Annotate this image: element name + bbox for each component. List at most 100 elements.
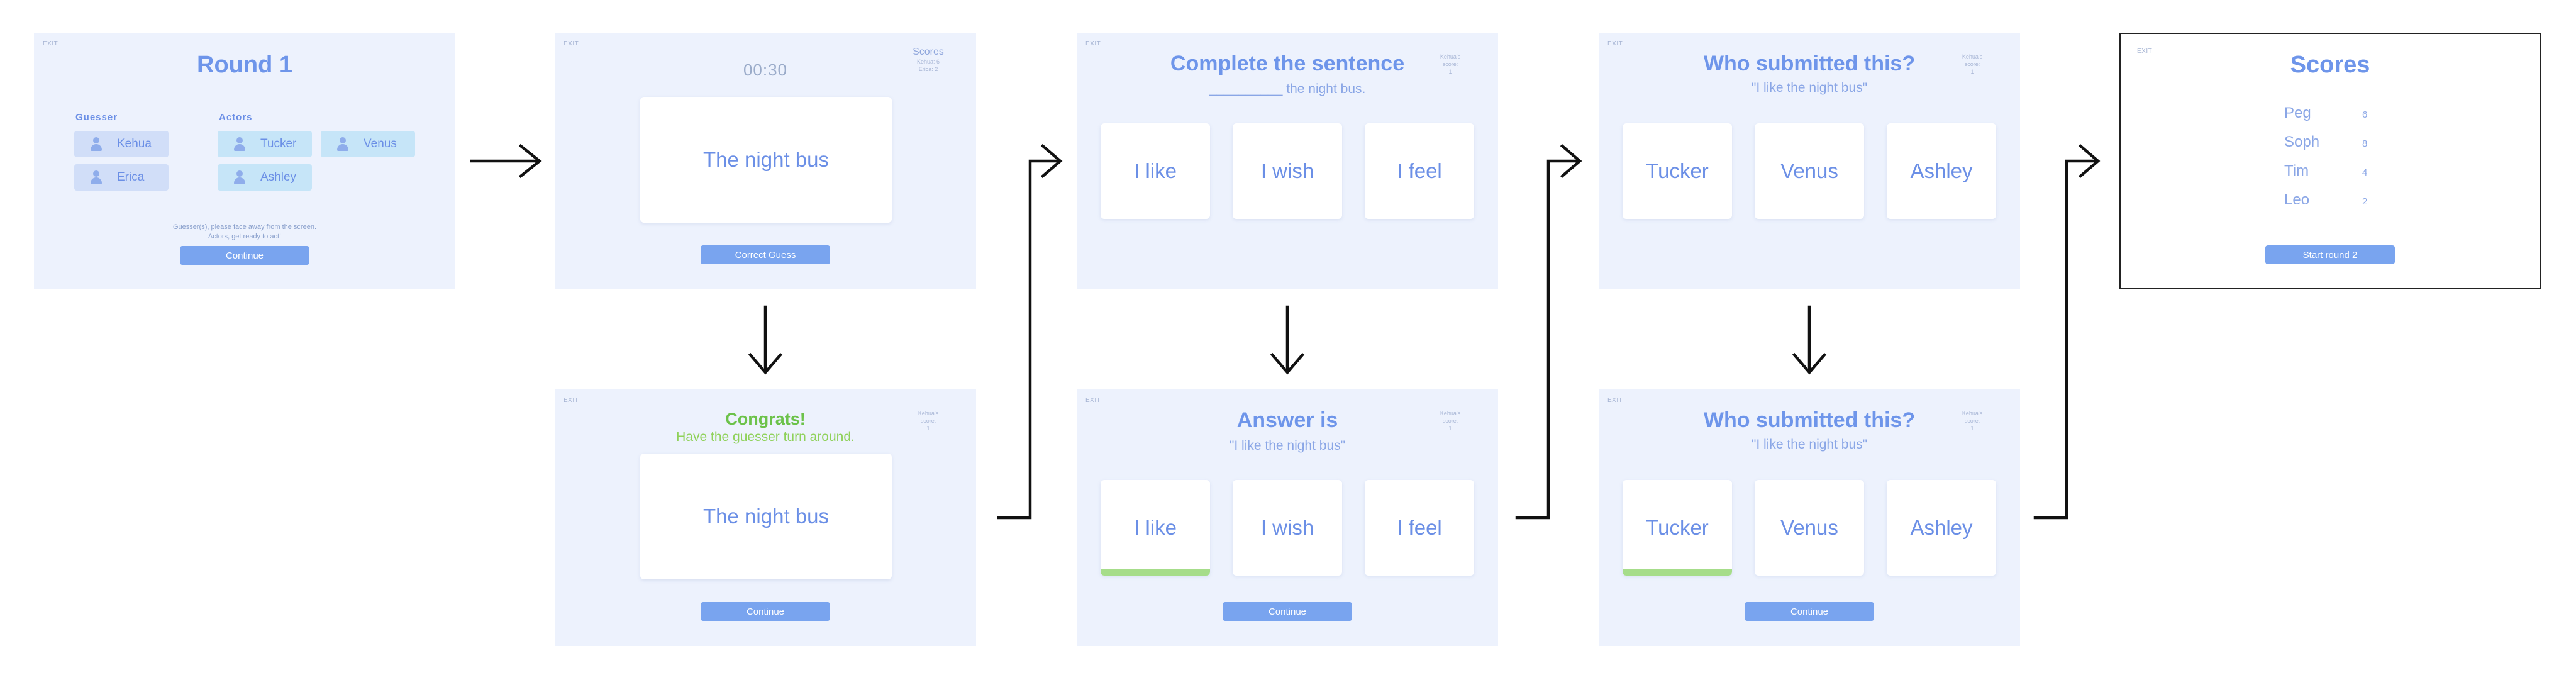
- score-line: Erica: 2: [918, 66, 938, 72]
- continue-button[interactable]: Continue: [701, 602, 830, 621]
- prompt-card: The night bus: [640, 97, 892, 223]
- person-icon: [89, 170, 103, 184]
- continue-button[interactable]: Continue: [1745, 602, 1874, 621]
- score-value: 1: [1970, 425, 1974, 432]
- score-value: 8: [2362, 138, 2368, 149]
- sentence-blank: __________: [1209, 82, 1283, 96]
- arrow-down-icon: [748, 305, 783, 375]
- score-value: 1: [1970, 69, 1974, 75]
- congrats-subtitle: Have the guesser turn around.: [676, 430, 855, 444]
- score-name: Soph: [2284, 133, 2320, 150]
- answer-option[interactable]: I like: [1101, 123, 1210, 219]
- start-round-2-button[interactable]: Start round 2: [2265, 245, 2395, 264]
- player-option-correct: Tucker: [1623, 480, 1732, 576]
- player-option: Venus: [1755, 480, 1864, 576]
- exit-button[interactable]: EXIT: [1607, 40, 1623, 47]
- instruction-line: Guesser(s), please face away from the sc…: [172, 223, 317, 231]
- arrow-right-icon: [470, 143, 542, 179]
- answer-option: I wish: [1233, 480, 1342, 576]
- complete-sentence-screen: EXIT Complete the sentence __________ th…: [1077, 33, 1498, 289]
- question-title: Who submitted this?: [1703, 408, 1916, 432]
- player-score: Kehua's score: 1: [1953, 53, 1991, 75]
- exit-button[interactable]: EXIT: [1085, 397, 1101, 404]
- instructions: Guesser(s), please face away from the sc…: [34, 223, 455, 242]
- option-label: Venus: [1780, 159, 1838, 182]
- person-icon: [89, 137, 103, 151]
- actor-chip[interactable]: Venus: [321, 131, 415, 157]
- round-title: Round 1: [197, 52, 292, 78]
- countdown-timer: 00:30: [743, 60, 788, 79]
- player-name: Erica: [117, 170, 145, 184]
- answer-option-correct: I like: [1101, 480, 1210, 576]
- correct-indicator: [1101, 569, 1210, 576]
- guesser-chip[interactable]: Erica: [74, 164, 169, 191]
- scores-screen: EXIT Scores Peg 6 Soph 8 Tim 4 Leo 2 Sta…: [2119, 33, 2541, 289]
- option-label: Ashley: [1910, 159, 1973, 182]
- option-label: I like: [1134, 516, 1177, 539]
- scores-summary: Scores Kehua: 6 Erica: 2: [909, 47, 947, 73]
- score-name: Peg: [2284, 104, 2311, 121]
- scores-title: Scores: [2290, 52, 2370, 78]
- option-label: I wish: [1260, 516, 1314, 539]
- arrow-elbow-icon: [1515, 143, 1582, 520]
- sentence-prompt: __________ the night bus.: [1077, 82, 1498, 97]
- who-submitted-screen: EXIT Who submitted this? "I like the nig…: [1599, 33, 2020, 289]
- answer-option[interactable]: I wish: [1233, 123, 1342, 219]
- correct-indicator: [1623, 569, 1732, 576]
- player-option[interactable]: Ashley: [1887, 123, 1996, 219]
- exit-button[interactable]: EXIT: [2137, 48, 2153, 55]
- option-label: I feel: [1397, 516, 1442, 539]
- continue-button[interactable]: Continue: [180, 246, 309, 265]
- answer-subtitle: "I like the night bus": [1229, 438, 1346, 453]
- score-name: Leo: [2284, 191, 2310, 208]
- option-label: Tucker: [1646, 516, 1709, 539]
- score-name: Tim: [2284, 162, 2309, 179]
- continue-button[interactable]: Continue: [1223, 602, 1352, 621]
- score-value: 4: [2362, 167, 2368, 178]
- question-title: Who submitted this?: [1703, 52, 1916, 75]
- answer-title: Answer is: [1236, 408, 1338, 432]
- acting-screen: EXIT 00:30 Scores Kehua: 6 Erica: 2 The …: [555, 33, 976, 289]
- player-option[interactable]: Venus: [1755, 123, 1864, 219]
- arrow-down-icon: [1792, 305, 1827, 375]
- score-label: score:: [1442, 61, 1458, 67]
- option-label: Venus: [1780, 516, 1838, 539]
- player-option: Ashley: [1887, 480, 1996, 576]
- exit-button[interactable]: EXIT: [1607, 397, 1623, 404]
- score-label: score:: [1964, 61, 1980, 67]
- score-owner: Kehua's: [1962, 410, 1983, 416]
- correct-guess-button[interactable]: Correct Guess: [701, 245, 830, 264]
- exit-button[interactable]: EXIT: [43, 40, 58, 47]
- actor-chip[interactable]: Tucker: [218, 131, 312, 157]
- exit-button[interactable]: EXIT: [564, 40, 579, 47]
- score-label: score:: [920, 418, 936, 424]
- score-value: 1: [1448, 425, 1452, 432]
- option-label: Tucker: [1646, 159, 1709, 182]
- answer-option[interactable]: I feel: [1365, 123, 1474, 219]
- player-name: Venus: [364, 137, 397, 150]
- player-option[interactable]: Tucker: [1623, 123, 1732, 219]
- who-submitted-result-screen: EXIT Who submitted this? "I like the nig…: [1599, 389, 2020, 646]
- sentence-rest: the night bus.: [1282, 82, 1366, 96]
- scores-heading: Scores: [913, 47, 944, 57]
- option-label: Ashley: [1910, 516, 1973, 539]
- answer-screen: EXIT Answer is "I like the night bus" Ke…: [1077, 389, 1498, 646]
- score-label: score:: [1964, 418, 1980, 424]
- score-value: 1: [926, 425, 930, 432]
- score-label: score:: [1442, 418, 1458, 424]
- congrats-title: Congrats!: [725, 410, 806, 428]
- option-label: I like: [1134, 159, 1177, 182]
- arrow-elbow-icon: [2033, 143, 2101, 520]
- score-value: 2: [2362, 196, 2368, 207]
- guesser-chip[interactable]: Kehua: [74, 131, 169, 157]
- player-score: Kehua's score: 1: [1431, 410, 1469, 432]
- actor-chip[interactable]: Ashley: [218, 164, 312, 191]
- exit-button[interactable]: EXIT: [564, 397, 579, 404]
- score-owner: Kehua's: [918, 410, 939, 416]
- answer-option: I feel: [1365, 480, 1474, 576]
- actors-label: Actors: [219, 112, 253, 123]
- quote-subtitle: "I like the night bus": [1751, 437, 1868, 452]
- exit-button[interactable]: EXIT: [1085, 40, 1101, 47]
- prompt-card: The night bus: [640, 454, 892, 579]
- score-owner: Kehua's: [1440, 410, 1461, 416]
